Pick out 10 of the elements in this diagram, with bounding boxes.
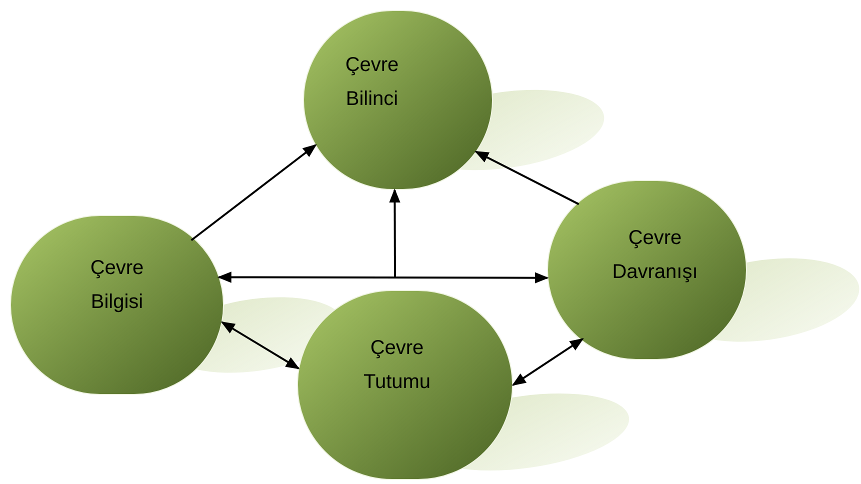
arrow <box>190 144 317 242</box>
arrow <box>389 188 400 277</box>
node-label: Çevre Bilinci <box>344 53 400 112</box>
node-label: Çevre Davranışı <box>611 226 699 285</box>
arrow <box>512 338 584 386</box>
arrow <box>474 150 580 206</box>
arrow <box>217 272 549 284</box>
node-label: Çevre Bilgisi <box>89 256 145 315</box>
arrow <box>220 321 300 370</box>
node-label: Çevre Tutumu <box>362 336 432 395</box>
